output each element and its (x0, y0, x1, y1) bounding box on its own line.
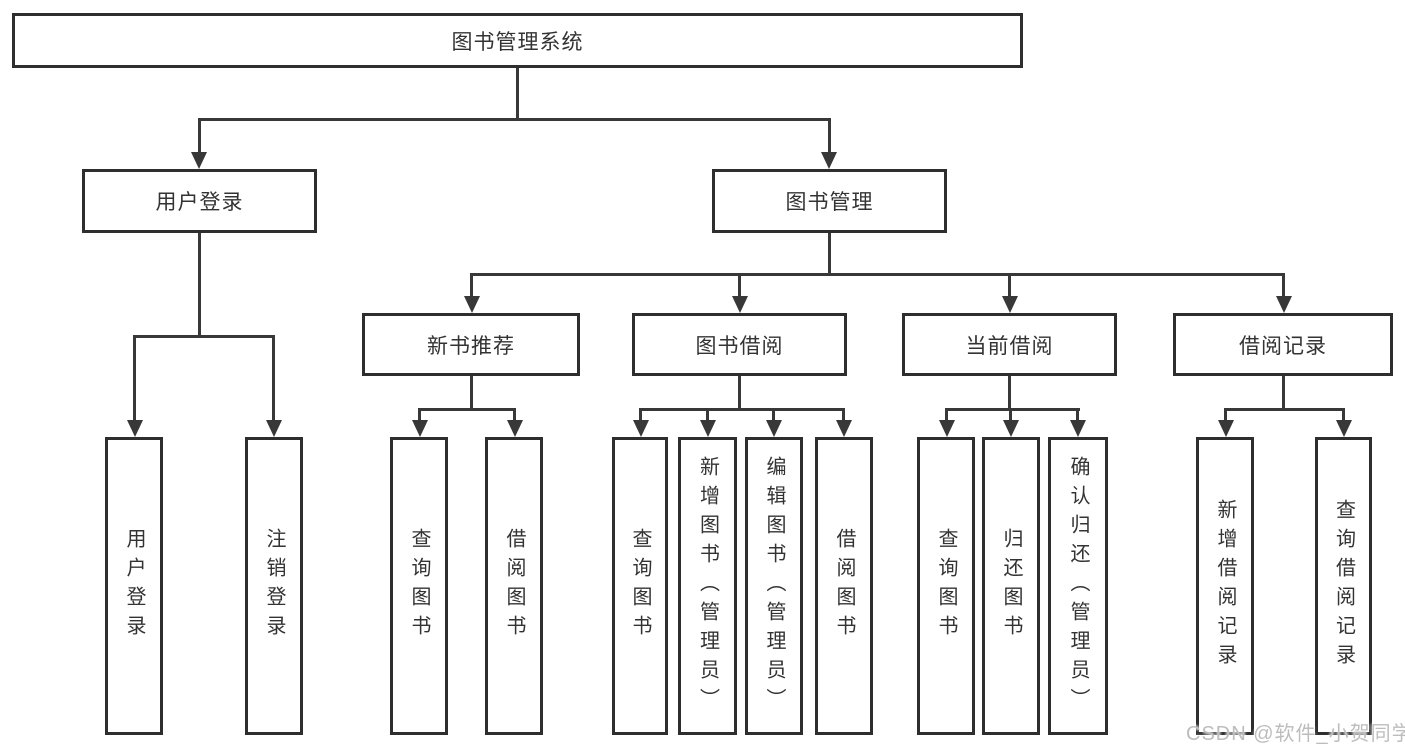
leaf-user-login: 用户登录 (105, 437, 163, 735)
leaf-label: 借阅图书 (503, 528, 525, 644)
connector-trunk-book-borrow (738, 376, 741, 411)
leaf-add-borrow-record: 新增借阅记录 (1196, 437, 1254, 735)
connector-stem-new-books (470, 273, 473, 299)
arrow-down-icon (1218, 420, 1234, 437)
connector-level3-bar (470, 273, 1285, 276)
connector-stem-book-borrow (738, 273, 741, 299)
node-label: 图书借阅 (695, 334, 784, 358)
leaf-query-books: 查询图书 (612, 437, 668, 735)
connector-stem-leaf (133, 335, 136, 423)
connector-bar-borrow-records (1224, 408, 1345, 411)
connector-stem-leaf (706, 408, 709, 423)
connector-level2-bar (198, 118, 831, 121)
connector-bar-new-books (418, 408, 516, 411)
arrow-down-icon (191, 152, 207, 169)
leaf-query-books-current: 查询图书 (917, 437, 975, 735)
connector-book-mgmt-trunk (828, 233, 831, 276)
connector-stem-leaf (945, 408, 948, 423)
leaf-label: 查询借阅记录 (1332, 499, 1355, 673)
leaf-label: 新增借阅记录 (1214, 499, 1236, 673)
connector-trunk-borrow-records (1282, 376, 1285, 411)
node-label: 借阅记录 (1239, 334, 1327, 358)
connector-bar-current-borrow (945, 408, 1080, 411)
leaf-label: 查询图书 (629, 528, 651, 644)
leaf-label: 归还图书 (1000, 528, 1022, 644)
leaf-add-books-admin: 新增图书（管理员） (678, 437, 737, 735)
node-label: 图书管理系统 (451, 30, 584, 54)
arrow-down-icon (266, 420, 282, 437)
leaf-borrow-books: 借阅图书 (815, 437, 873, 735)
leaf-query-books-recommend: 查询图书 (390, 437, 448, 735)
arrow-down-icon (766, 420, 782, 437)
leaf-edit-books-admin: 编辑图书（管理员） (745, 437, 803, 735)
leaf-label: 用户登录 (123, 528, 145, 644)
watermark: CSDN @软件_小贺同学 (1186, 723, 1405, 745)
node-book-borrowing: 图书借阅 (632, 313, 847, 376)
connector-trunk-new-books (470, 376, 473, 411)
leaf-label: 新增图书（管理员） (696, 455, 719, 717)
node-book-management: 图书管理 (712, 169, 947, 233)
connector-stem-leaf (1009, 408, 1012, 423)
leaf-label: 查询图书 (935, 528, 957, 644)
connector-stem-leaf (639, 408, 642, 423)
arrow-down-icon (1070, 420, 1086, 437)
connector-stem-leaf (418, 408, 421, 423)
node-label: 图书管理 (785, 191, 874, 214)
connector-stem-leaf (842, 408, 845, 423)
node-user-login: 用户登录 (82, 169, 317, 233)
node-label: 当前借阅 (965, 334, 1054, 358)
leaf-label: 确认归还（管理员） (1067, 455, 1089, 717)
connector-trunk-current-borrow (1008, 376, 1011, 411)
arrow-down-icon (412, 420, 428, 437)
connector-stem-leaf (1224, 408, 1227, 423)
connector-stem-user-login (198, 118, 201, 155)
arrow-down-icon (127, 420, 143, 437)
leaf-label: 注销登录 (263, 528, 285, 644)
arrow-down-icon (507, 420, 523, 437)
arrow-down-icon (939, 420, 955, 437)
connector-user-login-bar (133, 335, 275, 338)
arrow-down-icon (464, 296, 480, 313)
leaf-confirm-return-admin: 确认归还（管理员） (1048, 437, 1108, 735)
connector-stem-leaf (513, 408, 516, 423)
leaf-label: 查询图书 (408, 528, 430, 644)
connector-stem-leaf (1342, 408, 1345, 423)
node-current-borrowing: 当前借阅 (902, 313, 1117, 376)
connector-user-login-trunk (198, 233, 201, 338)
arrow-down-icon (1336, 420, 1352, 437)
connector-stem-leaf (272, 335, 275, 423)
leaf-return-books: 归还图书 (982, 437, 1040, 735)
leaf-label: 编辑图书（管理员） (763, 455, 785, 717)
connector-stem-leaf (772, 408, 775, 423)
node-library-management-system: 图书管理系统 (12, 13, 1023, 68)
leaf-borrow-books-recommend: 借阅图书 (485, 437, 543, 735)
arrow-down-icon (836, 420, 852, 437)
connector-stem-book-mgmt (828, 118, 831, 155)
leaf-query-borrow-record: 查询借阅记录 (1315, 437, 1372, 735)
node-label: 新书推荐 (427, 334, 515, 358)
arrow-down-icon (700, 420, 716, 437)
leaf-logout: 注销登录 (245, 437, 303, 735)
arrow-down-icon (633, 420, 649, 437)
connector-root-trunk (516, 68, 519, 121)
connector-stem-leaf (1076, 408, 1079, 423)
arrow-down-icon (821, 152, 837, 169)
leaf-label: 借阅图书 (833, 528, 855, 644)
arrow-down-icon (732, 296, 748, 313)
node-borrowing-records: 借阅记录 (1173, 313, 1393, 376)
arrow-down-icon (1003, 420, 1019, 437)
connector-stem-borrow-records (1282, 273, 1285, 299)
node-label: 用户登录 (155, 191, 244, 214)
connector-stem-current-borrow (1008, 273, 1011, 299)
connector-bar-book-borrow (639, 408, 845, 411)
arrow-down-icon (1276, 296, 1292, 313)
arrow-down-icon (1002, 296, 1018, 313)
node-new-book-recommend: 新书推荐 (362, 313, 580, 376)
